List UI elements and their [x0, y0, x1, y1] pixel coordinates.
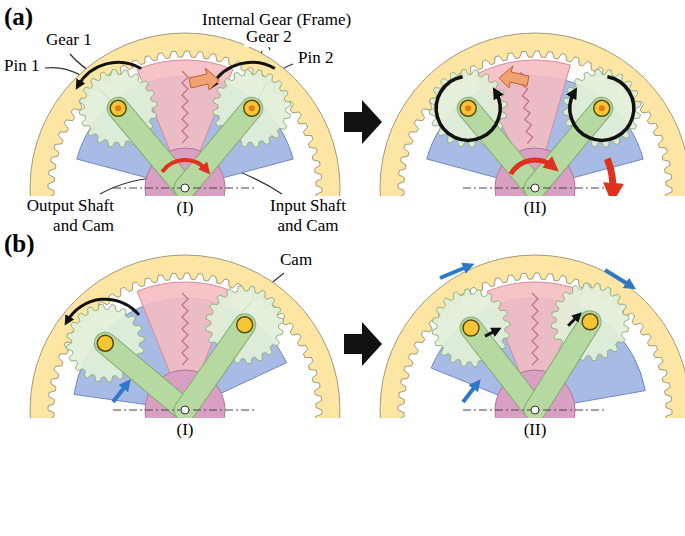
motion-arrow: [463, 384, 477, 402]
motion-arrow: [113, 384, 127, 402]
internal-gear: [380, 255, 685, 418]
pin: [237, 317, 253, 333]
internal-gear: [30, 33, 340, 196]
motion-arrow: [212, 62, 275, 85]
contact-line: [182, 293, 188, 365]
arm: [105, 343, 185, 410]
panel-label: (b): [2, 230, 37, 258]
label-slot: (II): [522, 420, 549, 440]
motion-arrow: [78, 62, 141, 85]
arm: [471, 328, 535, 410]
panel-label: (a): [2, 3, 35, 31]
arm: [118, 108, 185, 188]
arm: [535, 108, 602, 188]
pin-mark: [465, 105, 471, 111]
motion-arrow: [605, 270, 631, 286]
label-slot: (I): [175, 198, 196, 218]
mechanism-figure: [380, 33, 685, 196]
internal-gear: [30, 255, 340, 418]
arm: [535, 322, 590, 410]
transition-arrow: [344, 322, 382, 366]
contact-line: [532, 293, 538, 365]
part-label: Input Shaft and Cam: [258, 196, 358, 236]
contact-line: [182, 71, 188, 143]
pin: [594, 100, 610, 116]
arm-outline: [105, 343, 185, 410]
arm: [468, 108, 535, 188]
motion-arrow: [436, 77, 500, 141]
label-slot: Cam: [278, 250, 314, 270]
pin: [110, 100, 126, 116]
shaft-center: [531, 184, 539, 192]
pin: [582, 314, 598, 330]
part-label: Cam: [278, 250, 314, 270]
motion-arrow: [162, 160, 206, 172]
pin-mark: [115, 105, 121, 111]
mechanism-figure: [30, 255, 340, 418]
motion-arrow: [607, 159, 613, 194]
part-label: Pin 2: [296, 48, 335, 68]
arm-outline: [471, 328, 535, 410]
pin: [244, 100, 260, 116]
label-slot: (b): [2, 230, 37, 258]
arm-outline: [185, 325, 245, 410]
label-slot: (a): [2, 3, 35, 31]
motion-arrow: [440, 266, 469, 278]
label-slot: (I): [175, 420, 196, 440]
motion-arrow: [485, 330, 497, 336]
mechanism-figure: [30, 33, 340, 196]
arm-outline: [535, 108, 602, 188]
pawl-arrow: [189, 68, 219, 90]
label-slot: (II): [522, 198, 549, 218]
shaft-center: [181, 406, 189, 414]
pin: [97, 335, 113, 351]
shaft-center: [531, 406, 539, 414]
arm-outline: [118, 108, 185, 188]
pawl-arrow: [499, 66, 529, 88]
stage-label: (I): [175, 198, 196, 218]
part-label: Pin 1: [2, 56, 41, 76]
arm-outline: [468, 108, 535, 188]
pin: [460, 100, 476, 116]
mechanism-figure: [380, 255, 685, 418]
arm-outline: [185, 108, 252, 188]
pin-mark: [249, 105, 255, 111]
label-slot: Pin 2: [296, 48, 335, 68]
motion-arrow: [568, 316, 578, 326]
arm-outline: [535, 322, 590, 410]
arm: [185, 108, 252, 188]
transition-arrow: [344, 100, 382, 144]
pin: [463, 320, 479, 336]
label-slot: Gear 2: [244, 27, 294, 47]
part-label: Gear 1: [44, 30, 94, 50]
stage-label: (II): [522, 420, 549, 440]
part-label: Gear 2: [244, 27, 294, 47]
stage-label: (I): [175, 420, 196, 440]
motion-arrow: [570, 77, 634, 141]
motion-arrow: [511, 160, 553, 174]
label-slot: Input Shaft and Cam: [258, 196, 358, 236]
stage-label: (II): [522, 198, 549, 218]
pin-mark: [599, 105, 605, 111]
label-slot: Gear 1: [44, 30, 94, 50]
label-slot: Pin 1: [2, 56, 41, 76]
internal-gear: [380, 33, 685, 196]
arm: [185, 325, 245, 410]
shaft-center: [181, 184, 189, 192]
motion-arrow: [67, 299, 139, 321]
